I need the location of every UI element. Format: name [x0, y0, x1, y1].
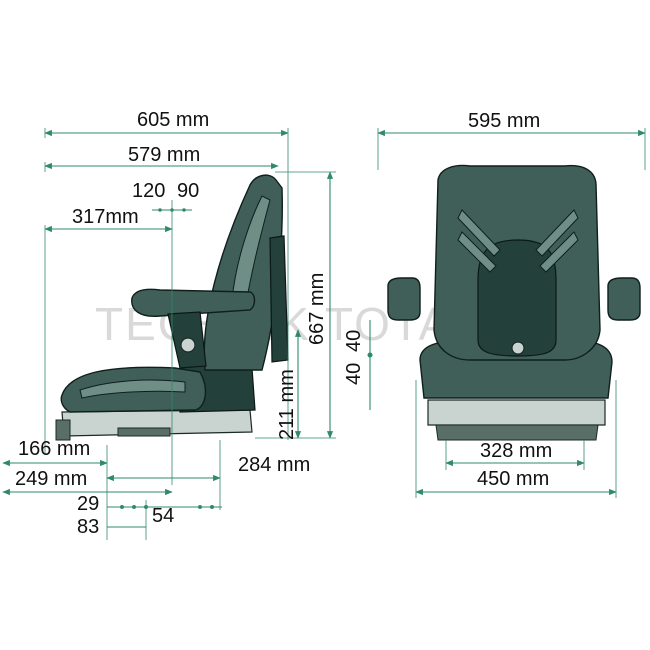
- label-83: 83: [77, 516, 99, 538]
- label-211: 211 mm: [276, 369, 298, 440]
- lumbar-knob: [511, 341, 525, 355]
- label-54: 54: [152, 505, 174, 527]
- label-90: 90: [177, 180, 199, 202]
- label-40-upper: 40: [343, 330, 365, 352]
- dot-29-d: [198, 505, 202, 509]
- rail-slot-marks: [117, 427, 171, 437]
- cushion-highlight: [79, 379, 186, 399]
- front-view-seat-drawing: [387, 164, 641, 441]
- front-base-rail: [435, 424, 599, 441]
- label-284: 284 mm: [238, 454, 310, 476]
- label-450: 450 mm: [477, 468, 549, 490]
- label-166: 166 mm: [18, 438, 90, 460]
- armrest: [131, 288, 256, 317]
- backrest-rear-panel: [269, 235, 289, 363]
- dot-29-a: [120, 505, 124, 509]
- dot-29-b: [132, 505, 136, 509]
- front-base-plate: [427, 399, 606, 426]
- label-667: 667 mm: [306, 273, 328, 345]
- recline-knob: [180, 337, 196, 353]
- label-120: 120: [132, 180, 165, 202]
- left-armrest: [387, 277, 421, 321]
- rib-left-2: [457, 231, 497, 273]
- label-40-lower: 40: [343, 363, 365, 385]
- label-328: 328 mm: [480, 440, 552, 462]
- dot-40-mid: [367, 352, 373, 358]
- backrest-center-panel: [477, 239, 557, 357]
- label-317: 317mm: [72, 206, 139, 228]
- front-view-dimensions: 595 mm 328 mm 450 mm: [377, 110, 646, 498]
- rib-right-2: [539, 231, 579, 273]
- dot-90: [182, 208, 186, 212]
- rib-right-1: [535, 209, 579, 257]
- side-view-dimensions: 605 mm 579 mm 120 90 317mm 667 mm 40 40 …: [2, 109, 373, 540]
- label-249: 249 mm: [15, 468, 87, 490]
- label-605: 605 mm: [137, 109, 209, 131]
- side-view-seat-drawing: [55, 174, 289, 441]
- label-29: 29: [77, 493, 99, 515]
- label-579: 579 mm: [128, 144, 200, 166]
- rib-left-1: [457, 209, 501, 257]
- backrest-contour: [231, 195, 271, 305]
- rail-lever: [55, 419, 71, 441]
- label-595: 595 mm: [468, 110, 540, 132]
- dot-29-e: [210, 505, 214, 509]
- dot-120: [158, 208, 162, 212]
- right-armrest: [607, 277, 641, 321]
